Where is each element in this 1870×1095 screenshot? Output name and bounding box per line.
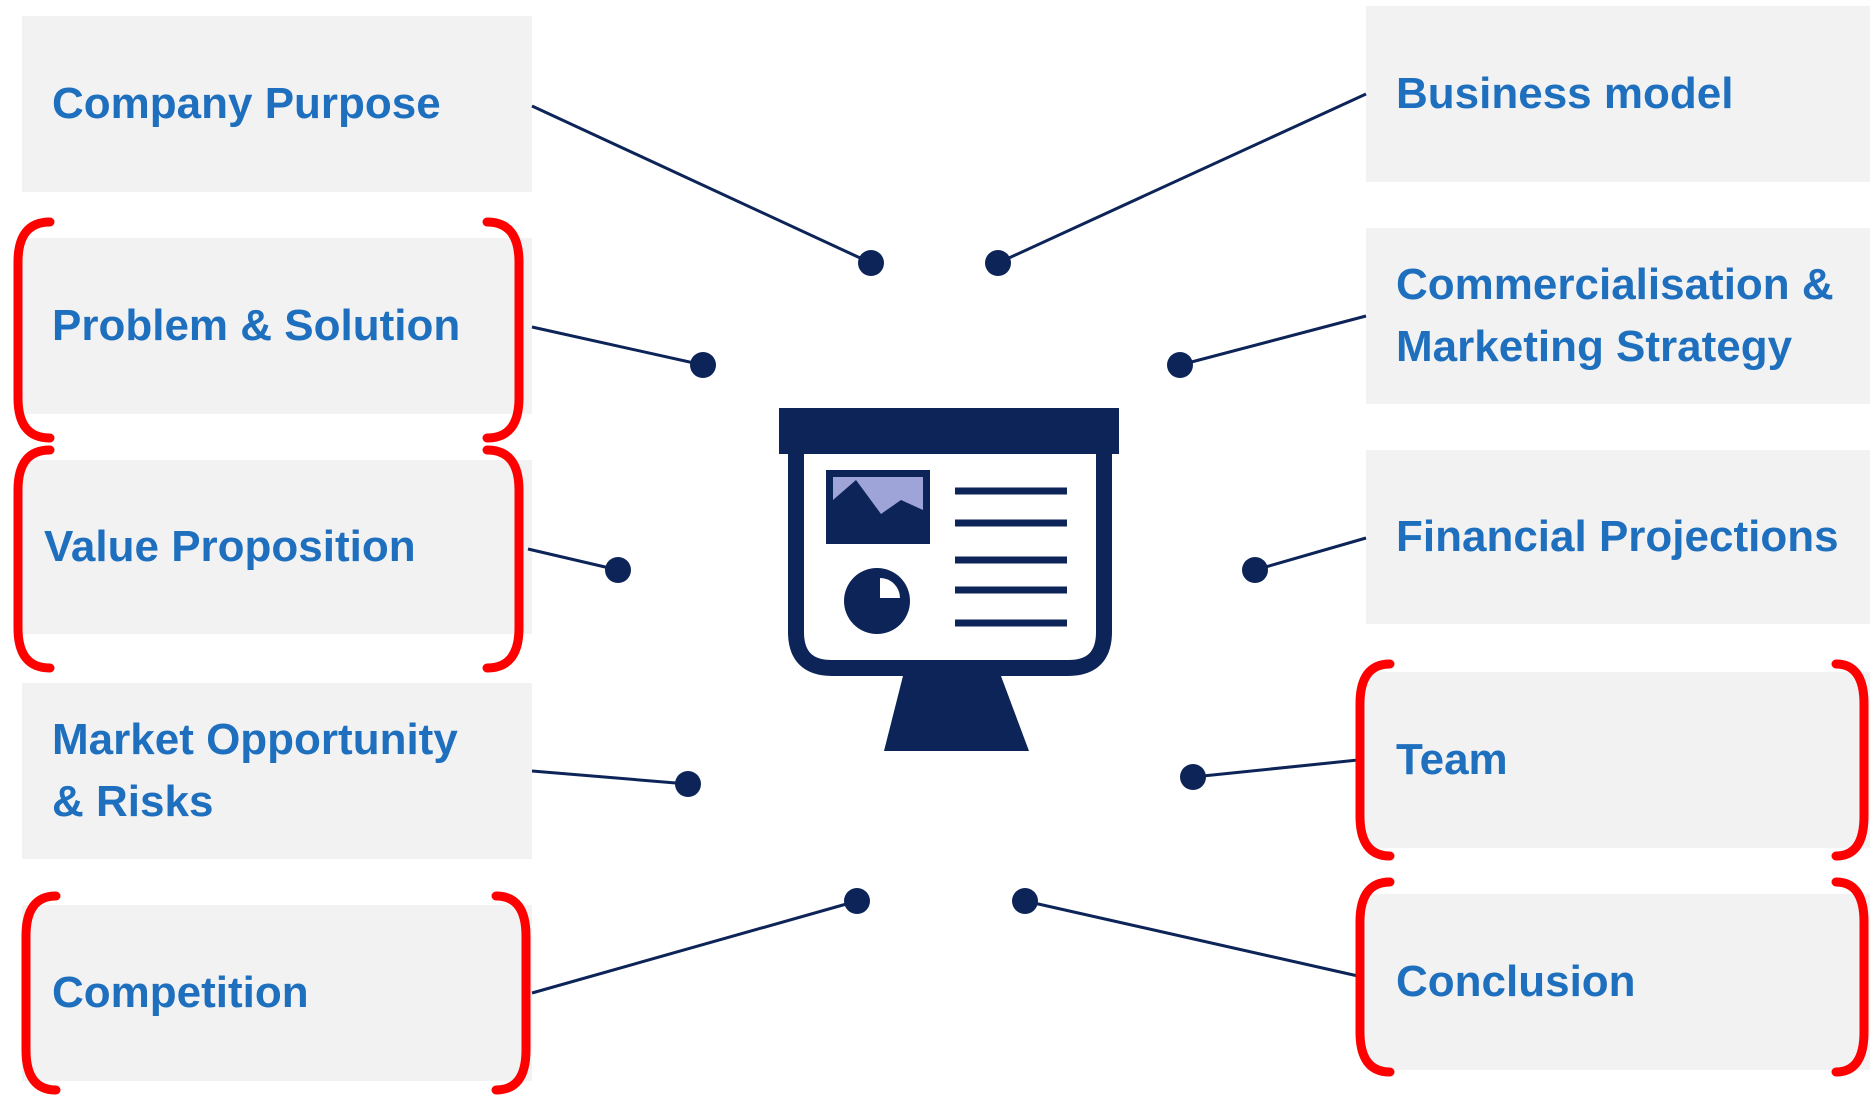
connector-team [1192, 758, 1359, 779]
connector-dot [1180, 764, 1206, 790]
highlight-bracket-right [482, 217, 524, 443]
connector-dot [844, 888, 870, 914]
topic-label: Problem & Solution [52, 301, 461, 350]
connector-dot [858, 250, 884, 276]
topic-value-proposition: Value Proposition [22, 460, 532, 634]
connector-business-model [997, 92, 1367, 265]
topic-label: Competition [52, 968, 309, 1017]
connector-problem-solution [531, 325, 704, 367]
topic-label-line1: Commercialisation & [1396, 260, 1834, 309]
connector-value-proposition [527, 547, 619, 572]
connector-dot [1167, 352, 1193, 378]
connector-dot [1242, 557, 1268, 583]
connector-dot [605, 557, 631, 583]
highlight-bracket-right [1831, 877, 1869, 1077]
connector-conclusion [1024, 899, 1359, 978]
topic-financial-projections: Financial Projections [1366, 450, 1870, 624]
topic-market-opportunity: Market Opportunity & Risks [22, 683, 532, 859]
highlight-bracket-left [21, 891, 61, 1095]
topic-label-line2: Marketing Strategy [1396, 322, 1793, 371]
highlight-bracket-left [13, 217, 55, 443]
connector-company-purpose [531, 104, 872, 265]
highlight-bracket-left [13, 445, 55, 673]
highlight-bracket-right [491, 891, 531, 1095]
topic-label: Commercialisation & Marketing Strategy [1396, 254, 1834, 378]
connector-dot [675, 771, 701, 797]
presentation-board-icon [779, 408, 1119, 751]
connector-dot [985, 250, 1011, 276]
highlight-bracket-left [1355, 659, 1395, 861]
topic-label: Financial Projections [1396, 512, 1839, 561]
topic-problem-solution: Problem & Solution [22, 238, 532, 414]
topic-team: Team [1366, 672, 1870, 848]
topic-commercialisation: Commercialisation & Marketing Strategy [1366, 228, 1870, 404]
topic-competition: Competition [22, 905, 532, 1081]
topic-conclusion: Conclusion [1366, 894, 1870, 1070]
topic-label: Value Proposition [44, 522, 416, 571]
topic-label: Conclusion [1396, 957, 1636, 1006]
topic-business-model: Business model [1366, 6, 1870, 182]
topic-label: Business model [1396, 69, 1734, 118]
connector-dot [1012, 888, 1038, 914]
topic-label: Team [1396, 735, 1508, 784]
connector-market-opportunity [531, 769, 689, 786]
connector-dot [690, 352, 716, 378]
connector-financial-projections [1254, 536, 1367, 572]
topic-label-line2: & Risks [52, 777, 214, 826]
highlight-bracket-right [1831, 659, 1869, 861]
topic-company-purpose: Company Purpose [22, 16, 532, 192]
topic-label: Market Opportunity & Risks [52, 709, 458, 833]
highlight-bracket-right [482, 445, 524, 673]
highlight-bracket-left [1355, 877, 1395, 1077]
topic-label-line1: Market Opportunity [52, 715, 458, 764]
topic-label: Company Purpose [52, 79, 441, 128]
connector-commercialisation [1179, 314, 1367, 367]
connector-competition [531, 899, 858, 995]
